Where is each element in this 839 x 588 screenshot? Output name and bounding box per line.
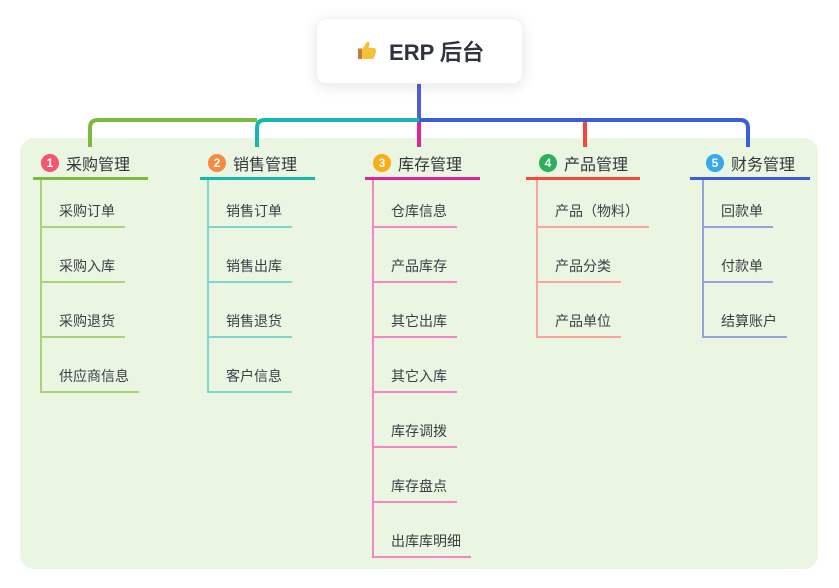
child-node[interactable]: 出库库明细 — [374, 503, 471, 558]
child-label: 其它入库 — [391, 368, 447, 384]
child-label: 销售退货 — [226, 313, 282, 329]
child-label: 付款单 — [721, 258, 763, 274]
branch-purchase: 1 采购管理 采购订单 采购入库 采购退货 供应商信息 — [33, 148, 148, 393]
child-node[interactable]: 库存盘点 — [374, 448, 457, 503]
child-node[interactable]: 库存调拨 — [374, 393, 457, 448]
child-node[interactable]: 仓库信息 — [374, 180, 457, 228]
root-title: ERP 后台 — [389, 40, 484, 65]
mindmap-panel — [20, 138, 818, 569]
branch-children: 仓库信息 产品库存 其它出库 其它入库 库存调拨 库存盘点 出库库明细 — [372, 180, 471, 558]
child-label: 结算账户 — [721, 313, 777, 329]
child-node[interactable]: 客户信息 — [209, 338, 292, 393]
child-node[interactable]: 采购退货 — [42, 283, 125, 338]
branch-children: 采购订单 采购入库 采购退货 供应商信息 — [40, 180, 139, 393]
branch-number-badge: 2 — [208, 153, 226, 172]
child-node[interactable]: 销售订单 — [209, 180, 292, 228]
branch-number-badge: 3 — [373, 153, 391, 172]
branch-node-sales[interactable]: 2 销售管理 — [200, 148, 315, 180]
branch-product: 4 产品管理 产品（物料） 产品分类 产品单位 — [526, 148, 649, 338]
child-node[interactable]: 付款单 — [704, 228, 773, 283]
child-label: 库存调拨 — [391, 423, 447, 439]
branch-label: 产品管理 — [564, 156, 629, 174]
child-label: 客户信息 — [226, 368, 282, 384]
child-node[interactable]: 其它入库 — [374, 338, 457, 393]
root-node[interactable]: ERP 后台 — [316, 18, 523, 84]
branch-node-finance[interactable]: 5 财务管理 — [690, 148, 810, 180]
child-label: 产品（物料） — [555, 203, 639, 219]
child-label: 产品分类 — [555, 258, 611, 274]
child-node[interactable]: 采购入库 — [42, 228, 125, 283]
branch-children: 产品（物料） 产品分类 产品单位 — [536, 180, 649, 338]
child-label: 产品库存 — [391, 258, 447, 274]
child-label: 销售出库 — [226, 258, 282, 274]
child-label: 采购退货 — [59, 313, 115, 329]
thumbs-up-icon — [355, 39, 379, 63]
branch-sales: 2 销售管理 销售订单 销售出库 销售退货 客户信息 — [200, 148, 315, 393]
branch-children: 回款单 付款单 结算账户 — [702, 180, 787, 338]
child-node[interactable]: 产品库存 — [374, 228, 457, 283]
child-label: 出库库明细 — [391, 533, 461, 549]
branch-number-badge: 1 — [41, 153, 59, 172]
branch-children: 销售订单 销售出库 销售退货 客户信息 — [207, 180, 292, 393]
branch-number-badge: 4 — [539, 153, 557, 172]
child-label: 采购入库 — [59, 258, 115, 274]
child-label: 库存盘点 — [391, 478, 447, 494]
child-node[interactable]: 产品（物料） — [538, 180, 649, 228]
branch-label: 采购管理 — [66, 156, 131, 174]
child-node[interactable]: 采购订单 — [42, 180, 125, 228]
branch-node-inventory[interactable]: 3 库存管理 — [365, 148, 480, 180]
child-label: 回款单 — [721, 203, 763, 219]
branch-label: 库存管理 — [398, 156, 463, 174]
branch-finance: 5 财务管理 回款单 付款单 结算账户 — [690, 148, 810, 338]
child-node[interactable]: 回款单 — [704, 180, 773, 228]
branch-number-badge: 5 — [706, 153, 724, 172]
child-label: 其它出库 — [391, 313, 447, 329]
child-node[interactable]: 结算账户 — [704, 283, 787, 338]
child-node[interactable]: 产品分类 — [538, 228, 621, 283]
child-label: 采购订单 — [59, 203, 115, 219]
branch-inventory: 3 库存管理 仓库信息 产品库存 其它出库 其它入库 库存调拨 库存盘点 出库库… — [365, 148, 480, 558]
branch-label: 销售管理 — [233, 156, 298, 174]
child-node[interactable]: 供应商信息 — [42, 338, 139, 393]
child-node[interactable]: 销售退货 — [209, 283, 292, 338]
branch-node-purchase[interactable]: 1 采购管理 — [33, 148, 148, 180]
child-label: 供应商信息 — [59, 368, 129, 384]
child-label: 产品单位 — [555, 313, 611, 329]
branch-label: 财务管理 — [731, 156, 796, 174]
child-node[interactable]: 其它出库 — [374, 283, 457, 338]
child-label: 销售订单 — [226, 203, 282, 219]
child-label: 仓库信息 — [391, 203, 447, 219]
child-node[interactable]: 产品单位 — [538, 283, 621, 338]
child-node[interactable]: 销售出库 — [209, 228, 292, 283]
branch-node-product[interactable]: 4 产品管理 — [526, 148, 640, 180]
